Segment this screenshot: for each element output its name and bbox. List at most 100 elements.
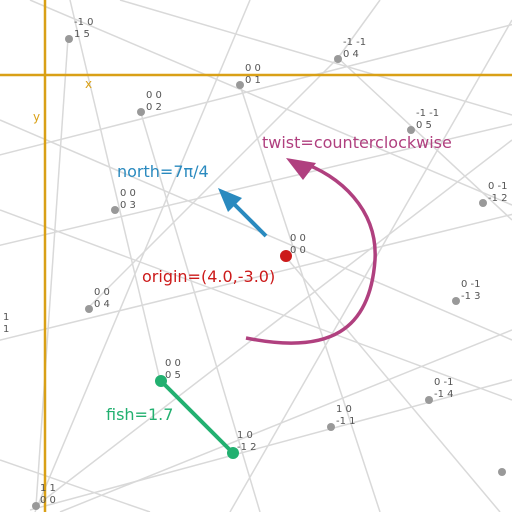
vertex-label-1: 1 0 — [336, 404, 352, 415]
vertex-dot — [32, 502, 40, 510]
twist-label: twist=counterclockwise — [262, 133, 452, 152]
vertex-5: 0 0 0 3 — [111, 188, 136, 214]
vertex-label-2: -1 3 — [461, 291, 481, 302]
vertex-8: 0 -1 -1 3 — [452, 279, 481, 305]
vertex-label-2: 0 1 — [245, 75, 261, 86]
vertex-label-2: 0 5 — [165, 370, 181, 381]
grid-line — [239, 84, 381, 512]
origin-label: origin=(4.0,-3.0) — [142, 267, 275, 286]
vertex-label-2: 1 — [3, 324, 9, 335]
grid-line — [139, 109, 261, 512]
vertex-label-2: -1 4 — [434, 389, 454, 400]
vertex-14: 1 1 — [3, 312, 506, 476]
vertex-label-2: -1 2 — [237, 442, 257, 453]
x-axis-label: x — [85, 77, 92, 91]
grid-line — [0, 209, 512, 401]
grid-line — [29, 379, 512, 511]
fish-label: fish=1.7 — [106, 405, 173, 424]
grid-line — [0, 119, 512, 341]
vertex-label-2: 0 4 — [94, 299, 110, 310]
vertex-label-1: 0 0 — [146, 90, 162, 101]
vertex-dot — [85, 305, 93, 313]
twist-arrowhead — [286, 158, 316, 180]
vertex-label-1: -1 -1 — [416, 108, 439, 119]
vertex-label-1: 0 0 — [94, 287, 110, 298]
vertex-12: 1 0 -1 2 — [237, 430, 257, 453]
vertex-dot — [236, 81, 244, 89]
vertex-label-2: -1 1 — [336, 416, 356, 427]
vertex-dot — [65, 35, 73, 43]
vertex-label-2: 0 3 — [120, 200, 136, 211]
vertex-2: -1 -1 0 4 — [334, 37, 366, 63]
vertex-label-2: 0 0 — [40, 495, 56, 506]
vertex-label-1: 0 -1 — [488, 181, 508, 192]
vertex-13: 1 1 0 0 — [32, 483, 56, 510]
fish-endpoint-end — [227, 447, 239, 459]
north-arrow: north=7π/4 — [117, 162, 268, 238]
grid-line — [0, 123, 512, 247]
vertex-label-2: 0 5 — [416, 120, 432, 131]
vertex-label-1: -1 0 — [74, 17, 94, 28]
vertex-dot — [452, 297, 460, 305]
grid-line — [337, 0, 381, 59]
twist-arc — [245, 160, 377, 345]
grid-line — [29, 0, 512, 206]
fish-segment: fish=1.7 — [106, 375, 239, 459]
grid-line — [35, 139, 512, 507]
grid-line — [119, 0, 512, 116]
vertex-label-1: 1 1 — [40, 483, 56, 494]
north-label: north=7π/4 — [117, 162, 209, 181]
vertex-3: 0 0 0 2 — [137, 90, 162, 116]
vertices: -1 0 1 5 0 0 0 1 -1 -1 0 4 0 0 0 2 -1 -1… — [3, 17, 508, 510]
origin-marker: origin=(4.0,-3.0) — [142, 250, 292, 286]
vertex-1: 0 0 0 1 — [236, 63, 261, 89]
north-shaft — [232, 202, 268, 238]
vertex-dot — [407, 126, 415, 134]
vertex-4: -1 -1 0 5 — [407, 108, 439, 134]
vertex-10: 0 -1 -1 4 — [425, 377, 454, 404]
origin-vertex-label-1: 0 0 — [290, 233, 306, 244]
grid-line — [337, 57, 512, 221]
vertex-label-1: 0 0 — [245, 63, 261, 74]
grid-line — [0, 459, 151, 512]
vertex-label-1: 0 -1 — [461, 279, 481, 290]
vertex-9: 0 0 0 5 — [165, 358, 181, 381]
vertex-0: -1 0 1 5 — [65, 17, 94, 43]
vertex-dot — [111, 206, 119, 214]
vertex-dot — [137, 108, 145, 116]
vertex-7: 0 0 0 4 — [85, 287, 110, 313]
grid-line — [59, 329, 512, 512]
y-axis-label: y — [33, 110, 40, 124]
vertex-label-2: -1 2 — [488, 193, 508, 204]
vertex-label-2: 1 5 — [74, 29, 90, 40]
grid-line — [35, 37, 69, 507]
origin-vertex-labels: 0 0 0 0 — [290, 233, 306, 256]
vertex-dot — [425, 396, 433, 404]
vertex-label-1: 0 -1 — [434, 377, 454, 388]
grid-line — [87, 57, 339, 309]
grid-line — [34, 0, 251, 512]
vertex-dot — [334, 55, 342, 63]
north-arrowhead — [218, 188, 242, 212]
vertex-11: 1 0 -1 1 — [327, 404, 356, 431]
vertex-dot — [327, 423, 335, 431]
grid-line — [229, 19, 512, 512]
origin-dot — [280, 250, 292, 262]
grid-line — [69, 0, 161, 381]
vertex-label-1: 1 0 — [237, 430, 253, 441]
fish-line — [159, 379, 235, 455]
twist-arrow: twist=counterclockwise — [245, 133, 452, 345]
vertex-6: 0 -1 -1 2 — [479, 181, 508, 207]
origin-vertex-label-2: 0 0 — [290, 245, 306, 256]
grid-line — [0, 23, 512, 156]
vertex-label-2: 0 4 — [343, 49, 359, 60]
vertex-dot — [479, 199, 487, 207]
vertex-label-1: 0 0 — [120, 188, 136, 199]
fish-endpoint-start — [155, 375, 167, 387]
vertex-label-1: 1 — [3, 312, 9, 323]
grid-line — [0, 213, 512, 341]
